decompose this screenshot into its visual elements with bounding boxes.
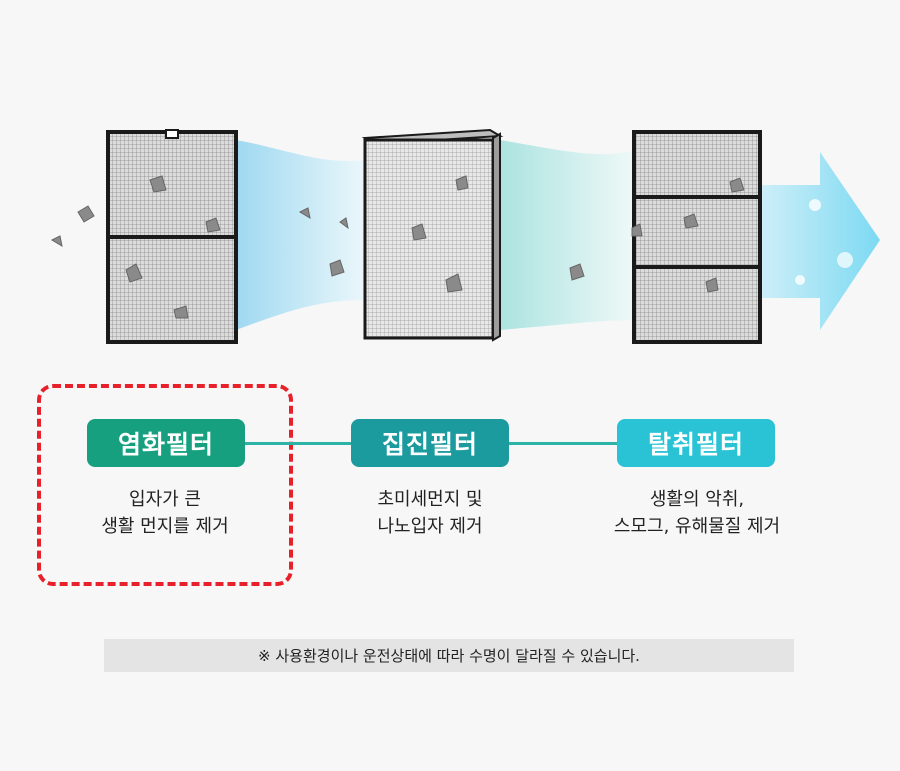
filter-airflow-illustration [50, 128, 880, 344]
airflow-arrow [760, 152, 880, 330]
filter-pill-hepa: 집진필터 [351, 419, 509, 467]
highlight-box [37, 384, 293, 586]
airflow-band-2 [500, 140, 636, 330]
description-line: 입자가 큰 [129, 489, 201, 510]
description-line: 스모그, 유해물질 제거 [613, 516, 781, 537]
description-line: 생활 먼지를 제거 [101, 516, 229, 537]
description-line: 나노입자 제거 [377, 516, 483, 537]
filter-description-hepa: 초미세먼지 및 나노입자 제거 [310, 486, 550, 540]
filter-pill-deodorizing: 탈취필터 [617, 419, 775, 467]
airflow-band-1 [236, 140, 365, 330]
notice-bar: ※ 사용환경이나 운전상태에 따라 수명이 달라질 수 있습니다. [104, 639, 794, 672]
description-line: 생활의 악취, [649, 489, 745, 510]
filter-pill-pre: 염화필터 [87, 419, 245, 467]
hepa-filter-image [361, 128, 504, 342]
deodorizing-filter-image [632, 130, 762, 344]
filter-description-deodorizing: 생활의 악취, 스모그, 유해물질 제거 [577, 486, 817, 540]
filter-description-pre: 입자가 큰 생활 먼지를 제거 [45, 486, 285, 540]
dust-particles [50, 175, 745, 319]
description-line: 초미세먼지 및 [377, 489, 483, 510]
pre-filter-image [106, 129, 238, 344]
